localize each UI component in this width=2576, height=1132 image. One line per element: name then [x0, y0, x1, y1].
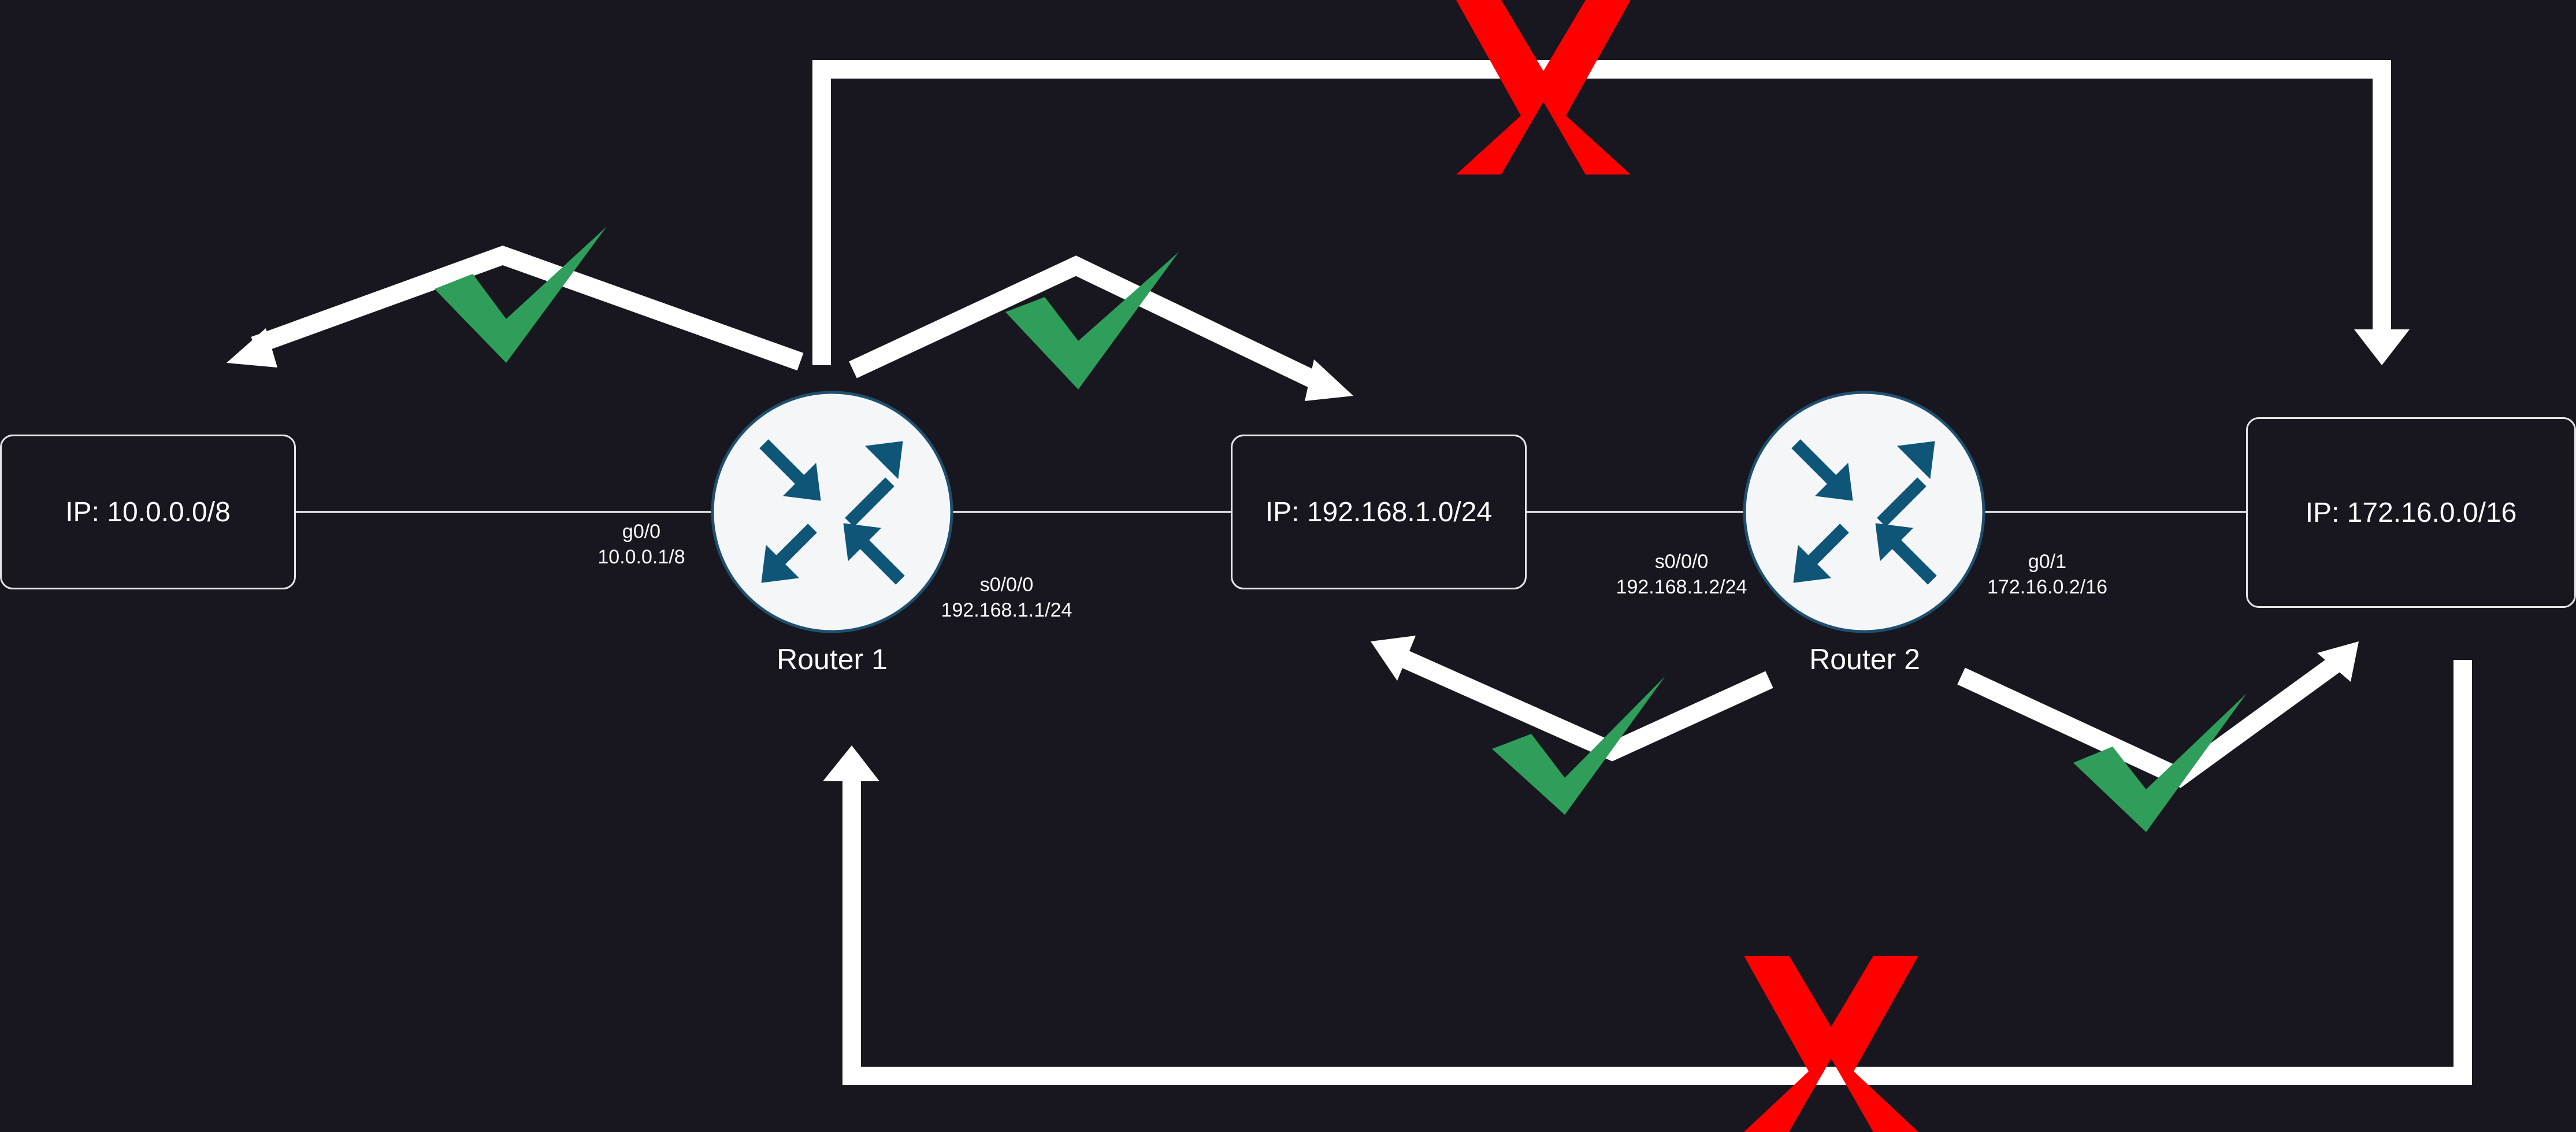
check-icon: [1005, 252, 1179, 389]
arrow-head-r1-to-net2: [1305, 359, 1353, 401]
network-label: IP: 192.168.1.0/24: [1265, 496, 1493, 528]
interface-ip: 10.0.0.1/8: [597, 546, 685, 568]
arrow-net3-to-r1: [842, 660, 2472, 1085]
cross-icon: [1744, 956, 1918, 1132]
network-label: IP: 172.16.0.0/16: [2305, 497, 2517, 528]
arrow-r1-to-net1: [251, 245, 804, 371]
interface-name: s0/0/0: [1654, 551, 1709, 573]
router-2-interface-g01: g0/1 172.16.0.2/16: [1955, 549, 2140, 600]
arrow-head-r1-to-net3: [2354, 329, 2410, 365]
router-1-interface-s000: s0/0/0 192.168.1.1/24: [914, 572, 1099, 623]
interface-name: g0/0: [622, 521, 661, 543]
router-1-label: Router 1: [777, 643, 888, 676]
arrow-head-r1-to-net1: [227, 328, 277, 368]
check-icon: [1492, 676, 1665, 815]
check-markers: [435, 227, 2247, 832]
arrow-r2-to-net2: [1400, 650, 1773, 762]
router-2-label: Router 2: [1809, 643, 1920, 676]
router-2-interface-s000: s0/0/0 192.168.1.2/24: [1589, 549, 1774, 600]
check-icon: [435, 227, 607, 363]
cross-markers: [1456, 0, 1918, 1132]
route-arrows: [227, 60, 2472, 1085]
interface-ip: 172.16.0.2/16: [1987, 576, 2107, 598]
arrow-r2-to-net3: [1957, 657, 2340, 788]
arrow-head-r2-to-net2: [1371, 636, 1416, 681]
cross-icon: [1456, 0, 1631, 175]
interface-name: s0/0/0: [979, 574, 1034, 596]
interface-name: g0/1: [2028, 551, 2067, 573]
network-box-10-0-0-0[interactable]: IP: 10.0.0.0/8: [0, 435, 296, 589]
network-label: IP: 10.0.0.0/8: [65, 496, 231, 528]
router-1-interface-g00: g0/0 10.0.0.1/8: [549, 519, 734, 570]
arrow-r1-to-net3: [812, 60, 2391, 365]
router-2-icon[interactable]: [1743, 391, 1985, 633]
router-1-icon[interactable]: [711, 391, 953, 633]
arrow-r1-to-net2: [849, 255, 1327, 393]
arrow-head-r2-to-net3: [2317, 641, 2359, 682]
network-box-172-16-0-0[interactable]: IP: 172.16.0.0/16: [2246, 417, 2576, 608]
arrow-head-net3-to-r1: [823, 745, 879, 781]
interface-ip: 192.168.1.1/24: [941, 599, 1072, 621]
interface-ip: 192.168.1.2/24: [1616, 576, 1747, 598]
network-box-192-168-1-0[interactable]: IP: 192.168.1.0/24: [1231, 435, 1527, 589]
check-icon: [2073, 693, 2247, 832]
